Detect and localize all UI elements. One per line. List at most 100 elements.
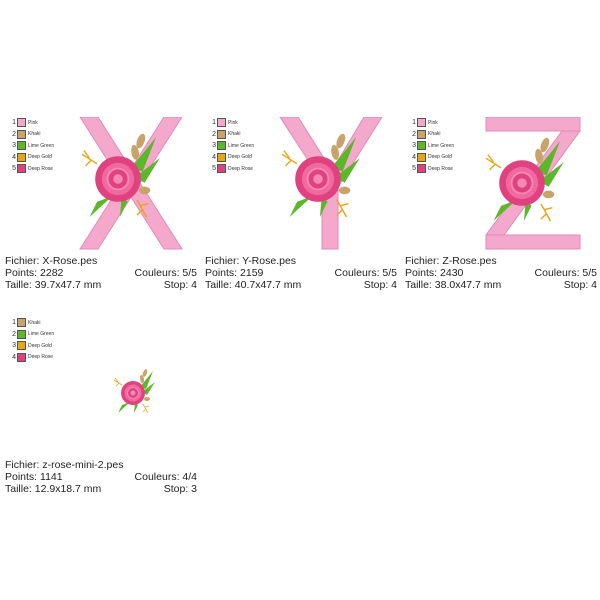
- legend-number: 2: [12, 330, 16, 338]
- legend-item: 4 Deep Gold: [10, 152, 54, 164]
- color-swatch: [217, 152, 226, 162]
- letter-y-rose-design: [279, 117, 383, 250]
- color-legend: 1 Pink 2 Khaki 3 Lime Green 4 Deep Gold 5 Dee…: [10, 117, 54, 175]
- legend-label: Pink: [228, 119, 238, 126]
- color-swatch: [17, 141, 26, 151]
- legend-label: Deep Gold: [428, 154, 452, 161]
- design-panel-x: 1 Pink 2 Khaki 3 Lime Green 4 Deep Gold 5 Dee…: [0, 117, 197, 291]
- legend-item: 2 Khaki: [410, 129, 454, 141]
- legend-item: 4 Deep Gold: [210, 152, 254, 164]
- legend-number: 2: [212, 130, 216, 138]
- legend-item: 1 Pink: [10, 117, 54, 129]
- color-swatch: [217, 164, 226, 174]
- letter-x-rose-design: [79, 117, 183, 250]
- legend-item: 1 Khaki: [10, 317, 54, 329]
- design-info: Fichier: z-rose-mini-2.pes Points: 1141 C…: [5, 459, 197, 495]
- legend-label: Deep Rose: [428, 165, 454, 172]
- stop-count: Stop: 4: [363, 279, 397, 291]
- legend-item: 2 Khaki: [10, 129, 54, 141]
- legend-label: Deep Rose: [28, 165, 54, 172]
- points-count: Points: 2282: [5, 267, 64, 279]
- legend-number: 4: [12, 153, 16, 161]
- legend-item: 5 Deep Rose: [10, 163, 54, 175]
- legend-label: Deep Gold: [28, 154, 52, 161]
- file-name: Fichier: Y-Rose.pes: [205, 255, 297, 267]
- legend-item: 3 Lime Green: [410, 140, 454, 152]
- legend-item: 2 Lime Green: [10, 329, 54, 341]
- file-name: Fichier: z-rose-mini-2.pes: [5, 459, 124, 471]
- legend-item: 5 Deep Rose: [410, 163, 454, 175]
- design-size: Taille: 38.0x47.7 mm: [405, 279, 502, 291]
- legend-label: Lime Green: [28, 142, 55, 149]
- legend-number: 4: [212, 153, 216, 161]
- legend-number: 1: [12, 119, 16, 127]
- legend-item: 1 Pink: [210, 117, 254, 129]
- legend-label: Deep Gold: [28, 342, 52, 349]
- color-swatch: [217, 118, 226, 128]
- mini-rose-design: [113, 368, 156, 414]
- file-name: Fichier: X-Rose.pes: [5, 255, 98, 267]
- legend-label: Lime Green: [228, 142, 255, 149]
- design-size: Taille: 12.9x18.7 mm: [5, 483, 102, 495]
- color-swatch: [417, 118, 426, 128]
- legend-item: 4 Deep Gold: [410, 152, 454, 164]
- file-name: Fichier: Z-Rose.pes: [405, 255, 497, 267]
- legend-label: Khaki: [228, 131, 241, 138]
- colors-count: Couleurs: 5/5: [134, 267, 197, 279]
- legend-number: 4: [412, 153, 416, 161]
- legend-label: Khaki: [428, 131, 441, 138]
- color-swatch: [17, 152, 26, 162]
- color-swatch: [17, 329, 26, 339]
- design-size: Taille: 39.7x47.7 mm: [5, 279, 102, 291]
- color-swatch: [17, 341, 26, 351]
- legend-label: Khaki: [28, 131, 41, 138]
- legend-number: 3: [12, 142, 16, 150]
- legend-number: 2: [412, 130, 416, 138]
- legend-item: 2 Khaki: [210, 129, 254, 141]
- colors-count: Couleurs: 5/5: [334, 267, 397, 279]
- legend-number: 3: [212, 142, 216, 150]
- color-swatch: [17, 164, 26, 174]
- stop-count: Stop: 4: [563, 279, 597, 291]
- color-swatch: [17, 318, 26, 328]
- colors-count: Couleurs: 4/4: [134, 471, 197, 483]
- color-swatch: [17, 352, 26, 362]
- legend-label: Deep Rose: [228, 165, 254, 172]
- legend-number: 5: [412, 165, 416, 173]
- color-swatch: [217, 129, 226, 139]
- design-info: Fichier: X-Rose.pes Points: 2282 Couleurs…: [5, 255, 197, 291]
- legend-number: 1: [412, 119, 416, 127]
- color-swatch: [217, 141, 226, 151]
- legend-number: 3: [412, 142, 416, 150]
- legend-number: 5: [12, 165, 16, 173]
- legend-number: 2: [12, 130, 16, 138]
- color-swatch: [417, 164, 426, 174]
- colors-count: Couleurs: 5/5: [534, 267, 597, 279]
- legend-label: Deep Gold: [228, 154, 252, 161]
- legend-label: Lime Green: [28, 331, 55, 338]
- points-count: Points: 1141: [5, 471, 63, 483]
- design-size: Taille: 40.7x47.7 mm: [205, 279, 302, 291]
- legend-label: Lime Green: [428, 142, 455, 149]
- legend-item: 3 Lime Green: [10, 140, 54, 152]
- legend-number: 1: [12, 319, 16, 327]
- legend-label: Pink: [28, 119, 38, 126]
- legend-number: 1: [212, 119, 216, 127]
- color-swatch: [17, 129, 26, 139]
- letter-z-rose-design: [484, 117, 581, 250]
- stop-count: Stop: 3: [163, 483, 197, 495]
- legend-label: Khaki: [28, 319, 41, 326]
- legend-label: Deep Rose: [28, 354, 54, 361]
